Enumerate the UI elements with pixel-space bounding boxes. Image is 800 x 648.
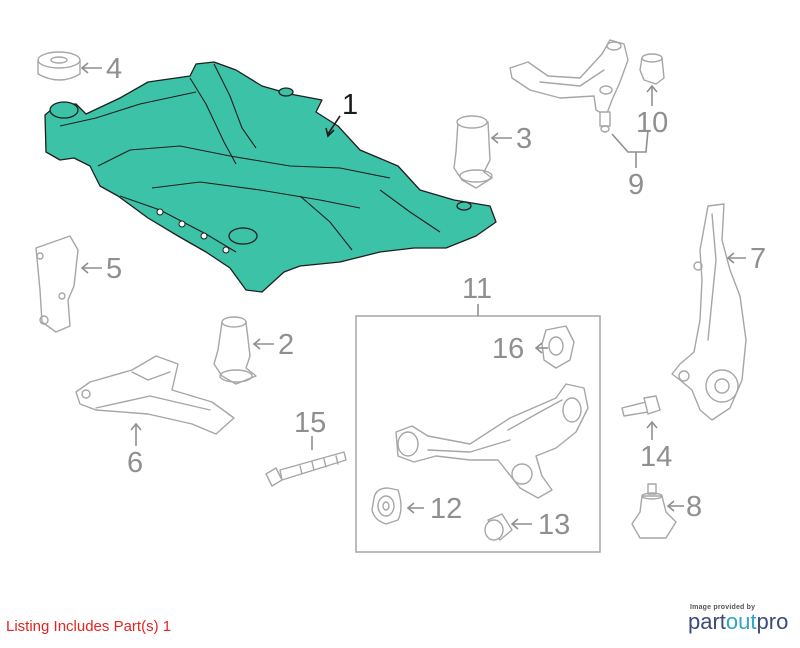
bushing-part-16[interactable]: [541, 325, 575, 369]
bracket-part-5[interactable]: [35, 235, 79, 333]
bushing-part-2[interactable]: [213, 316, 257, 385]
bolt-part-14[interactable]: [621, 395, 661, 417]
callout-13: 13: [538, 509, 570, 541]
callout-10: 10: [636, 107, 668, 139]
bushing-part-10[interactable]: [639, 53, 665, 85]
upper-arm-part-9[interactable]: [509, 39, 629, 133]
callout-11: 11: [462, 273, 492, 305]
bushing-part-3[interactable]: [453, 115, 493, 189]
provider-brand: Image provided by partoutpro: [688, 604, 796, 633]
leader-lines: [80, 62, 746, 530]
logo-pro: pro: [756, 609, 789, 634]
callout-8: 8: [686, 491, 702, 523]
callout-14: 14: [640, 441, 672, 473]
bolt-part-15[interactable]: [265, 451, 347, 487]
callout-3: 3: [516, 123, 532, 155]
provider-caption: Image provided by: [690, 604, 756, 611]
callout-12: 12: [430, 493, 462, 525]
callout-9: 9: [628, 169, 644, 201]
bushing-part-12[interactable]: [371, 487, 402, 525]
callout-2: 2: [278, 329, 294, 361]
callout-7: 7: [750, 243, 766, 275]
logo-out: out: [725, 609, 757, 634]
washer-part-4[interactable]: [37, 51, 81, 81]
logo-part: part: [688, 609, 726, 634]
callout-6: 6: [127, 447, 143, 479]
listing-note: Listing Includes Part(s) 1: [6, 618, 172, 635]
callout-4: 4: [106, 53, 122, 85]
callout-5: 5: [106, 253, 122, 285]
lower-arm-assembly[interactable]: [395, 383, 589, 499]
subframe-part-1[interactable]: [44, 61, 497, 293]
callout-16: 16: [492, 333, 524, 365]
callout-1: 1: [342, 89, 358, 121]
ball-joint-part-8[interactable]: [631, 483, 677, 539]
partoutpro-logo: partoutpro: [688, 611, 796, 633]
callout-numbers: 1 2 3 4 5 6 7 8 9 10 11 12 13 14 15 16: [106, 53, 766, 541]
bracket-part-6[interactable]: [75, 355, 235, 435]
knuckle-part-7[interactable]: [671, 203, 747, 421]
callout-15: 15: [294, 407, 326, 439]
bushing-part-13[interactable]: [484, 513, 513, 541]
